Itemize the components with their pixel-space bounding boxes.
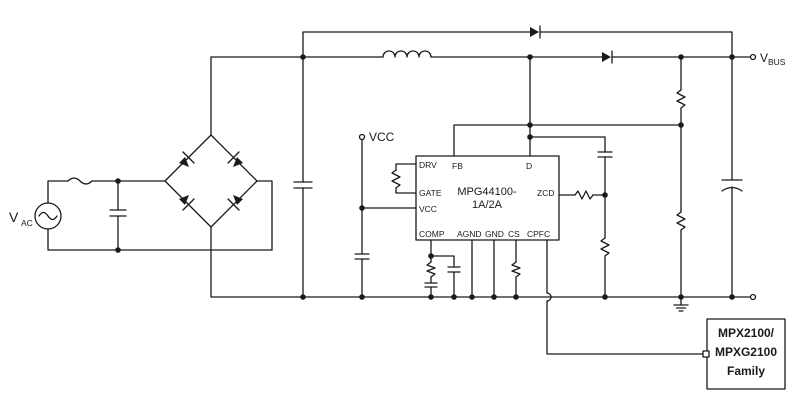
vcc-wiring — [354, 139, 417, 298]
ground-terminal — [749, 293, 757, 301]
pin-drv: DRV — [419, 160, 437, 170]
diode-symbol — [179, 157, 189, 167]
pin-agnd: AGND — [457, 229, 482, 239]
output-divider — [676, 56, 686, 298]
mpx-pin — [702, 350, 710, 358]
fb-d-network — [453, 56, 682, 196]
pin-gate: GATE — [419, 188, 442, 198]
diode-symbol — [602, 52, 611, 62]
ic-name-line1: MPG44100- — [457, 186, 517, 198]
pin-cs: CS — [508, 229, 520, 239]
input-bulk-capacitor — [293, 56, 313, 298]
output-bulk-capacitor — [721, 56, 743, 298]
top-rails — [302, 25, 751, 64]
diode-symbol — [179, 195, 189, 205]
junction-dot — [115, 247, 121, 253]
vcc-terminal — [358, 133, 366, 141]
fuse-symbol — [67, 177, 93, 185]
vbus-terminal — [749, 53, 757, 61]
inductor-symbol — [382, 50, 432, 58]
junction-dot — [115, 178, 121, 184]
diode-symbol — [530, 27, 539, 37]
earth-ground-icon — [673, 296, 689, 312]
pin-zcd: ZCD — [537, 188, 554, 198]
pin-d: D — [526, 161, 532, 171]
pin-vcc: VCC — [419, 204, 437, 214]
ac-source — [34, 202, 62, 230]
mpx-line1: MPX2100/ — [718, 326, 775, 340]
zcd-network — [558, 190, 610, 298]
vcc-label: VCC — [369, 130, 395, 144]
vac-subscript: AC — [21, 218, 33, 228]
ic-name-line2: 1A/2A — [472, 199, 503, 211]
vac-label: V — [9, 209, 19, 225]
cs-resistor — [511, 239, 521, 298]
pin-fb: FB — [452, 161, 463, 171]
bridge-top-wire — [210, 56, 304, 136]
bridge-bottom-wire — [210, 226, 304, 298]
cpfc-link — [546, 239, 704, 355]
controller-ic — [415, 155, 560, 241]
input-wiring — [47, 177, 273, 251]
vbus-label: V — [760, 51, 768, 65]
vbus-subscript: BUS — [768, 57, 786, 67]
bridge-rectifier — [164, 134, 258, 228]
pin-gnd: GND — [485, 229, 504, 239]
gate-resistor — [391, 163, 417, 194]
mpx-line2: MPXG2100 — [715, 345, 777, 359]
mpx-line3: Family — [727, 364, 765, 378]
pin-cpfc: CPFC — [527, 229, 550, 239]
diode-symbol — [233, 195, 243, 205]
pin-comp: COMP — [419, 229, 445, 239]
comp-network — [424, 239, 461, 298]
diode-symbol — [233, 157, 243, 167]
